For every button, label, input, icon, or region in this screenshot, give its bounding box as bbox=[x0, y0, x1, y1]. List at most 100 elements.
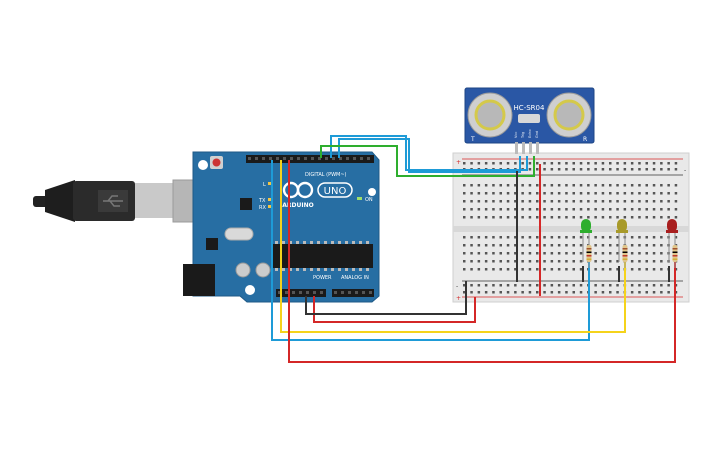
terminal-hole[interactable] bbox=[660, 260, 663, 263]
terminal-hole[interactable] bbox=[521, 268, 524, 271]
terminal-hole[interactable] bbox=[667, 208, 670, 211]
digital-pin-hole[interactable] bbox=[346, 157, 349, 160]
terminal-hole[interactable] bbox=[506, 184, 510, 187]
rail-hole[interactable] bbox=[550, 168, 554, 171]
terminal-hole[interactable] bbox=[630, 260, 634, 263]
terminal-hole[interactable] bbox=[565, 216, 568, 219]
terminal-hole[interactable] bbox=[528, 216, 532, 219]
terminal-hole[interactable] bbox=[557, 208, 561, 211]
terminal-hole[interactable] bbox=[499, 268, 503, 271]
terminal-hole[interactable] bbox=[601, 216, 605, 219]
terminal-hole[interactable] bbox=[528, 252, 532, 255]
terminal-hole[interactable] bbox=[660, 192, 663, 195]
digital-pin-hole[interactable] bbox=[367, 157, 370, 160]
terminal-hole[interactable] bbox=[506, 192, 510, 195]
terminal-hole[interactable] bbox=[630, 252, 634, 255]
rail-hole[interactable] bbox=[660, 162, 663, 165]
led-red[interactable] bbox=[666, 219, 678, 262]
terminal-hole[interactable] bbox=[638, 208, 641, 211]
wire-yellow-led-yellow[interactable] bbox=[280, 160, 626, 333]
terminal-hole[interactable] bbox=[645, 208, 649, 211]
rail-hole[interactable] bbox=[660, 284, 663, 287]
terminal-hole[interactable] bbox=[557, 236, 561, 239]
terminal-hole[interactable] bbox=[484, 192, 488, 195]
rail-hole[interactable] bbox=[594, 284, 597, 287]
terminal-hole[interactable] bbox=[492, 260, 495, 263]
terminal-hole[interactable] bbox=[594, 268, 597, 271]
terminal-hole[interactable] bbox=[645, 268, 649, 271]
rail-hole[interactable] bbox=[557, 284, 561, 287]
rail-hole[interactable] bbox=[463, 162, 466, 165]
terminal-hole[interactable] bbox=[484, 252, 488, 255]
terminal-hole[interactable] bbox=[572, 184, 576, 187]
terminal-hole[interactable] bbox=[652, 260, 656, 263]
terminal-hole[interactable] bbox=[499, 244, 503, 247]
terminal-hole[interactable] bbox=[477, 208, 481, 211]
terminal-hole[interactable] bbox=[499, 236, 503, 239]
terminal-hole[interactable] bbox=[463, 268, 466, 271]
terminal-hole[interactable] bbox=[645, 260, 649, 263]
terminal-hole[interactable] bbox=[470, 260, 473, 263]
terminal-hole[interactable] bbox=[528, 260, 532, 263]
terminal-hole[interactable] bbox=[550, 208, 554, 211]
terminal-hole[interactable] bbox=[645, 216, 649, 219]
terminal-hole[interactable] bbox=[587, 208, 590, 211]
digital-pin-hole[interactable] bbox=[283, 157, 286, 160]
terminal-hole[interactable] bbox=[667, 192, 670, 195]
rail-hole[interactable] bbox=[667, 291, 670, 294]
terminal-hole[interactable] bbox=[594, 200, 597, 203]
rail-hole[interactable] bbox=[601, 284, 605, 287]
rail-hole[interactable] bbox=[514, 162, 517, 165]
terminal-hole[interactable] bbox=[609, 252, 612, 255]
digital-pin-hole[interactable] bbox=[297, 157, 300, 160]
rail-hole[interactable] bbox=[506, 284, 510, 287]
rail-hole[interactable] bbox=[638, 162, 641, 165]
terminal-hole[interactable] bbox=[587, 236, 590, 239]
resistor[interactable] bbox=[622, 240, 628, 268]
rail-hole[interactable] bbox=[499, 284, 503, 287]
terminal-hole[interactable] bbox=[594, 244, 597, 247]
rail-hole[interactable] bbox=[536, 284, 539, 287]
terminal-hole[interactable] bbox=[674, 184, 678, 187]
rail-hole[interactable] bbox=[623, 168, 627, 171]
terminal-hole[interactable] bbox=[579, 216, 583, 219]
terminal-hole[interactable] bbox=[660, 184, 663, 187]
terminal-hole[interactable] bbox=[623, 192, 627, 195]
wire-blue-trig[interactable] bbox=[330, 135, 528, 171]
rail-hole[interactable] bbox=[579, 291, 583, 294]
rail-hole[interactable] bbox=[565, 168, 568, 171]
terminal-hole[interactable] bbox=[616, 208, 619, 211]
rail-hole[interactable] bbox=[477, 291, 481, 294]
digital-pin-hole[interactable] bbox=[332, 157, 335, 160]
rail-hole[interactable] bbox=[674, 162, 678, 165]
terminal-hole[interactable] bbox=[528, 236, 532, 239]
terminal-hole[interactable] bbox=[609, 236, 612, 239]
breadboard[interactable]: - - + - + bbox=[452, 152, 690, 303]
terminal-hole[interactable] bbox=[557, 200, 561, 203]
terminal-hole[interactable] bbox=[652, 236, 656, 239]
terminal-hole[interactable] bbox=[506, 268, 510, 271]
terminal-hole[interactable] bbox=[463, 260, 466, 263]
terminal-hole[interactable] bbox=[601, 192, 605, 195]
rail-hole[interactable] bbox=[528, 168, 532, 171]
power-jack[interactable] bbox=[183, 264, 215, 296]
rail-hole[interactable] bbox=[660, 291, 663, 294]
terminal-hole[interactable] bbox=[477, 200, 481, 203]
rail-hole[interactable] bbox=[470, 291, 473, 294]
led-yellow[interactable] bbox=[616, 219, 628, 262]
rail-hole[interactable] bbox=[514, 291, 517, 294]
rail-hole[interactable] bbox=[652, 284, 656, 287]
rail-hole[interactable] bbox=[652, 291, 656, 294]
terminal-hole[interactable] bbox=[543, 200, 546, 203]
rail-hole[interactable] bbox=[579, 162, 583, 165]
terminal-hole[interactable] bbox=[594, 260, 597, 263]
terminal-hole[interactable] bbox=[660, 268, 663, 271]
terminal-hole[interactable] bbox=[536, 236, 539, 239]
terminal-hole[interactable] bbox=[557, 216, 561, 219]
rail-hole[interactable] bbox=[645, 168, 649, 171]
terminal-hole[interactable] bbox=[550, 200, 554, 203]
terminal-hole[interactable] bbox=[616, 200, 619, 203]
terminal-hole[interactable] bbox=[623, 208, 627, 211]
terminal-hole[interactable] bbox=[565, 244, 568, 247]
digital-pin-hole[interactable] bbox=[325, 157, 328, 160]
